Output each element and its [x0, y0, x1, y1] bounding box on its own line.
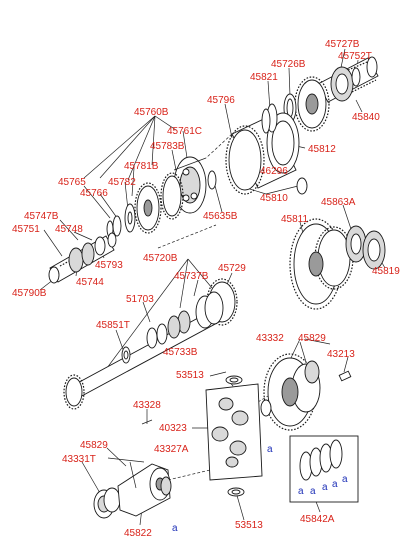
part-label-40323[interactable]: 40323	[159, 423, 187, 434]
reference-mark-a: a	[298, 486, 304, 497]
output-shaft-assembly	[225, 56, 379, 195]
differential-pinion-kit	[141, 383, 263, 481]
part-label-45748[interactable]: 45748	[55, 224, 83, 235]
reference-mark-a: a	[322, 482, 328, 493]
input-shaft-assembly	[48, 232, 117, 284]
part-label-45829-lower[interactable]: 45829	[80, 440, 108, 451]
part-number-labels: 45727B 45752T 45726B 45821 45796 45840 4…	[12, 39, 400, 539]
part-label-45781B[interactable]: 45781B	[124, 161, 159, 172]
reference-mark-a: a	[310, 486, 316, 497]
part-label-45733B[interactable]: 45733B	[163, 347, 198, 358]
part-label-45720B[interactable]: 45720B	[143, 253, 178, 264]
part-label-43327A[interactable]: 43327A	[154, 444, 189, 455]
part-label-45810[interactable]: 45810	[260, 193, 288, 204]
part-label-45760B[interactable]: 45760B	[134, 107, 169, 118]
part-label-45783B[interactable]: 45783B	[150, 141, 185, 152]
part-label-45782[interactable]: 45782	[108, 177, 136, 188]
part-label-51703[interactable]: 51703	[126, 294, 154, 305]
part-label-43328[interactable]: 43328	[133, 400, 161, 411]
part-label-45840[interactable]: 45840	[352, 112, 380, 123]
part-label-45822[interactable]: 45822	[124, 528, 152, 539]
reference-mark-a: a	[342, 474, 348, 485]
part-label-45737B[interactable]: 45737B	[174, 271, 209, 282]
shim-kit	[289, 435, 359, 503]
part-label-45851T[interactable]: 45851T	[96, 320, 130, 331]
part-label-45751[interactable]: 45751	[12, 224, 40, 235]
part-label-45635B[interactable]: 45635B	[203, 211, 238, 222]
reference-marks: a a a a a a a	[172, 444, 348, 534]
part-label-45793[interactable]: 45793	[95, 260, 123, 271]
part-label-45744[interactable]: 45744	[76, 277, 104, 288]
part-label-45752T[interactable]: 45752T	[338, 51, 372, 62]
part-label-45842A[interactable]: 45842A	[300, 514, 335, 525]
planetary-assembly	[106, 156, 308, 238]
part-label-53513-upper[interactable]: 53513	[176, 370, 204, 381]
reference-mark-a: a	[172, 523, 178, 534]
part-label-45812[interactable]: 45812	[308, 144, 336, 155]
part-label-45761C[interactable]: 45761C	[167, 126, 202, 137]
differential-assembly	[225, 353, 352, 431]
part-label-45765[interactable]: 45765	[58, 177, 86, 188]
part-label-43213[interactable]: 43213	[327, 349, 355, 360]
part-label-45766[interactable]: 45766	[80, 188, 108, 199]
countershaft-assembly	[63, 278, 238, 410]
part-label-45747B[interactable]: 45747B	[24, 211, 59, 222]
part-label-45796[interactable]: 45796	[207, 95, 235, 106]
part-label-45821[interactable]: 45821	[250, 72, 278, 83]
part-label-45790B[interactable]: 45790B	[12, 288, 47, 299]
reference-mark-a: a	[332, 479, 338, 490]
part-label-45811[interactable]: 45811	[281, 214, 309, 225]
part-label-53513-lower[interactable]: 53513	[235, 520, 263, 531]
part-label-43331T[interactable]: 43331T	[62, 454, 96, 465]
part-label-45863A[interactable]: 45863A	[321, 197, 356, 208]
part-label-45829-upper[interactable]: 45829	[298, 333, 326, 344]
part-label-43332[interactable]: 43332	[256, 333, 284, 344]
part-label-45729[interactable]: 45729	[218, 263, 246, 274]
part-label-46296[interactable]: 46296	[260, 166, 288, 177]
part-label-45727B[interactable]: 45727B	[325, 39, 360, 50]
transfer-gear-assembly	[289, 218, 386, 310]
differential-case	[93, 461, 245, 519]
part-label-45819[interactable]: 45819	[372, 266, 400, 277]
part-label-45726B[interactable]: 45726B	[271, 59, 306, 70]
reference-mark-a: a	[267, 444, 273, 455]
